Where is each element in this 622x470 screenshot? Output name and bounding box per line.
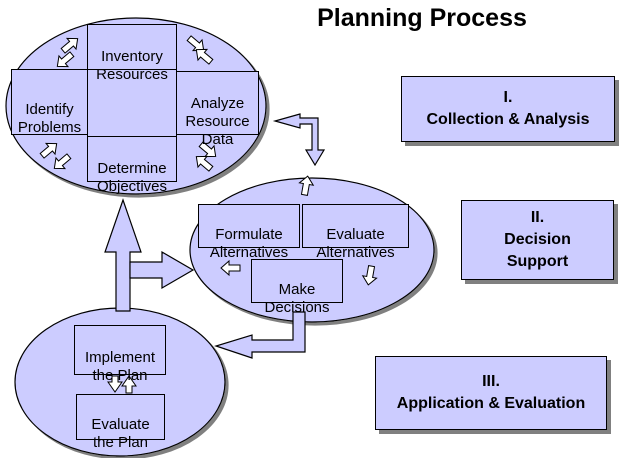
determine-objectives-label: Determine Objectives: [96, 160, 168, 195]
phase-collection-analysis: I. Collection & Analysis: [401, 76, 615, 142]
phase-label: Decision Support: [504, 231, 571, 270]
implement-plan-box: Implement the Plan: [74, 325, 166, 384]
formulate-alternatives-label: Formulate Alternatives: [209, 226, 289, 261]
connector-arrow-middle-to-bottom: [214, 311, 306, 359]
phase-label: Application & Evaluation: [396, 395, 586, 412]
phase-decision-support: II. Decision Support: [461, 200, 614, 280]
inventory-resources-box: Inventory Resources: [87, 24, 177, 83]
phase-numeral: I.: [503, 89, 513, 106]
connector-arrow-top-to-middle: [272, 113, 326, 167]
analyze-resource-data-box: Analyze Resource Data: [176, 71, 259, 148]
determine-objectives-box: Determine Objectives: [87, 136, 177, 195]
up-flow-arrow: [104, 198, 142, 312]
inventory-resources-label: Inventory Resources: [96, 48, 168, 83]
evaluate-alternatives-box: Evaluate Alternatives: [302, 204, 409, 261]
formulate-alternatives-box: Formulate Alternatives: [198, 204, 300, 261]
identify-problems-box: Identify Problems: [11, 69, 88, 136]
evaluate-alternatives-label: Evaluate Alternatives: [316, 226, 395, 261]
page-title: Planning Process: [317, 4, 527, 32]
make-decisions-label: Make Decisions: [264, 281, 330, 316]
right-flow-arrow: [129, 250, 195, 290]
phase-numeral: II.: [530, 209, 545, 226]
phase-label: Collection & Analysis: [426, 111, 590, 128]
evaluate-plan-box: Evaluate the Plan: [76, 394, 165, 451]
up-small-arrow-icon: [121, 375, 137, 394]
implement-plan-label: Implement the Plan: [84, 349, 156, 384]
phase-application-evaluation: III. Application & Evaluation: [375, 356, 607, 430]
make-decisions-box: Make Decisions: [251, 259, 343, 316]
evaluate-plan-label: Evaluate the Plan: [91, 416, 150, 451]
phase-numeral: III.: [482, 373, 500, 390]
identify-problems-label: Identify Problems: [17, 101, 82, 136]
analyze-resource-data-label: Analyze Resource Data: [185, 95, 250, 148]
down-small-arrow-icon: [107, 375, 123, 393]
